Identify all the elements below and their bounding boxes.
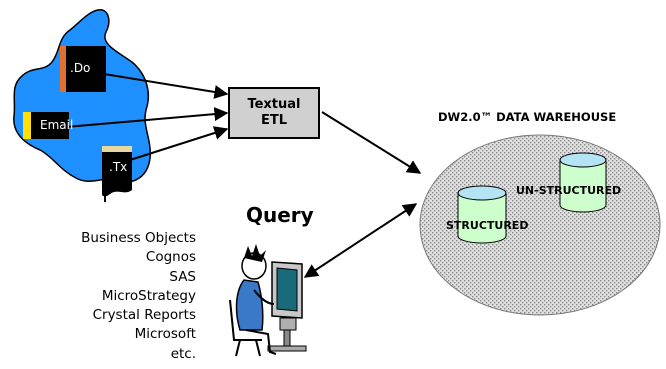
tools-list: Business Objects Cognos SAS MicroStrateg… — [30, 229, 196, 364]
arrow-email-to-etl — [65, 107, 229, 128]
txt-file-label: .Tx — [109, 160, 128, 174]
etl-line-1: Textual — [247, 97, 301, 112]
textual-etl-box: Textual ETL — [228, 87, 320, 139]
user-at-computer-icon — [229, 244, 307, 357]
txt-file-icon — [102, 146, 132, 202]
doc-file-label: .Do — [70, 61, 91, 75]
tool-item: MicroStrategy — [101, 287, 196, 304]
doc-file-icon — [60, 46, 106, 92]
structured-cylinder — [457, 185, 507, 244]
tool-item: Crystal Reports — [92, 307, 196, 324]
tool-item: SAS — [169, 268, 196, 285]
unstructured-label: UN-STRUCTURED — [516, 184, 622, 197]
tool-item: Business Objects — [81, 230, 196, 246]
tool-item: Microsoft — [134, 326, 196, 343]
arrow-etl-to-warehouse — [321, 111, 422, 174]
structured-label: STRUCTURED — [446, 219, 529, 232]
arrow-query-warehouse — [303, 203, 418, 278]
email-file-icon — [23, 112, 69, 139]
warehouse-title: DW2.0™ DATA WAREHOUSE — [438, 110, 617, 124]
arrow-doc-to-etl — [103, 73, 229, 99]
email-file-label: Email — [40, 118, 74, 132]
arrow-txt-to-etl — [129, 126, 229, 161]
tool-item: Cognos — [145, 249, 196, 266]
etl-line-2: ETL — [260, 113, 288, 128]
tool-item: etc. — [170, 345, 196, 362]
unstructured-cylinder — [559, 152, 607, 213]
query-label: Query — [246, 203, 314, 227]
